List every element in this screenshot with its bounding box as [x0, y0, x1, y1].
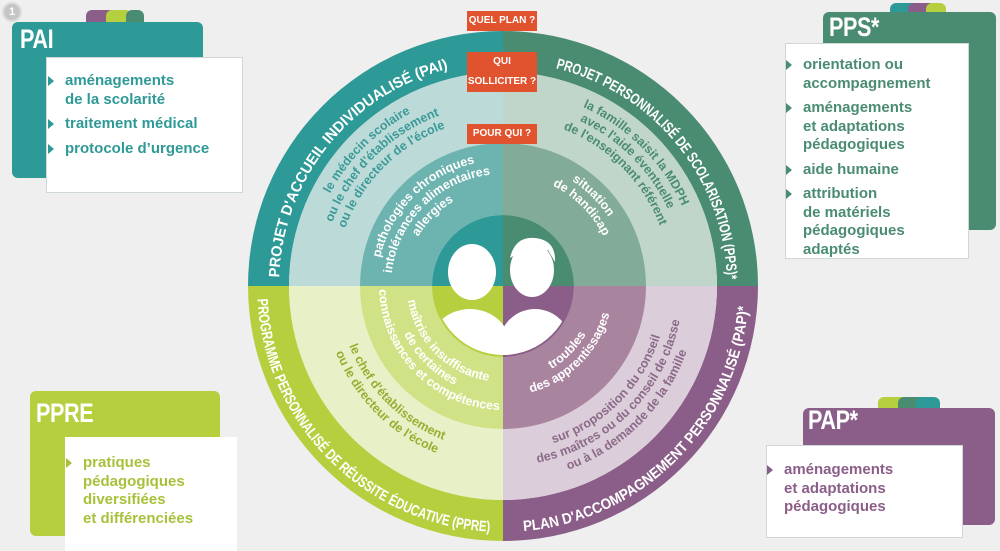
- list-item: protocole d’urgence: [48, 140, 234, 159]
- folder-tab: [106, 10, 132, 24]
- list-item: traitement médical: [48, 115, 234, 134]
- label-qui-solliciter: QUI SOLLICITER ?: [467, 52, 537, 92]
- pap-mid-ring-sector: [503, 286, 717, 500]
- children-faces-icon: [434, 237, 571, 355]
- pap-title: PAP*: [808, 405, 858, 435]
- ppre-mid-ring-sector: [289, 286, 503, 500]
- label-pour-qui: POUR QUI ?: [467, 124, 537, 144]
- label-quel-plan: QUEL PLAN ?: [467, 11, 537, 31]
- ppre-outer-ring-sector: [248, 286, 503, 541]
- pap-inn-ring-sector: [503, 286, 646, 429]
- pps-mid-ring-sector: [503, 72, 717, 286]
- pps-title: PPS*: [829, 12, 880, 42]
- pai-title: PAI: [20, 24, 54, 54]
- zoom-badge-icon[interactable]: 1: [2, 2, 22, 22]
- list-item: aide humaine: [786, 161, 960, 180]
- pai-inn-ring-sector: [360, 143, 503, 286]
- ppre-inn-ring-sector: [360, 286, 503, 429]
- pai-mid-ring-sector: [289, 72, 503, 286]
- folder-tab: [916, 397, 940, 411]
- folder-tab: [126, 10, 144, 24]
- pps-inn-ring-sector: [503, 143, 646, 286]
- ppre-title: PPRE: [36, 398, 94, 428]
- pap-outer-ring-sector: [503, 286, 758, 541]
